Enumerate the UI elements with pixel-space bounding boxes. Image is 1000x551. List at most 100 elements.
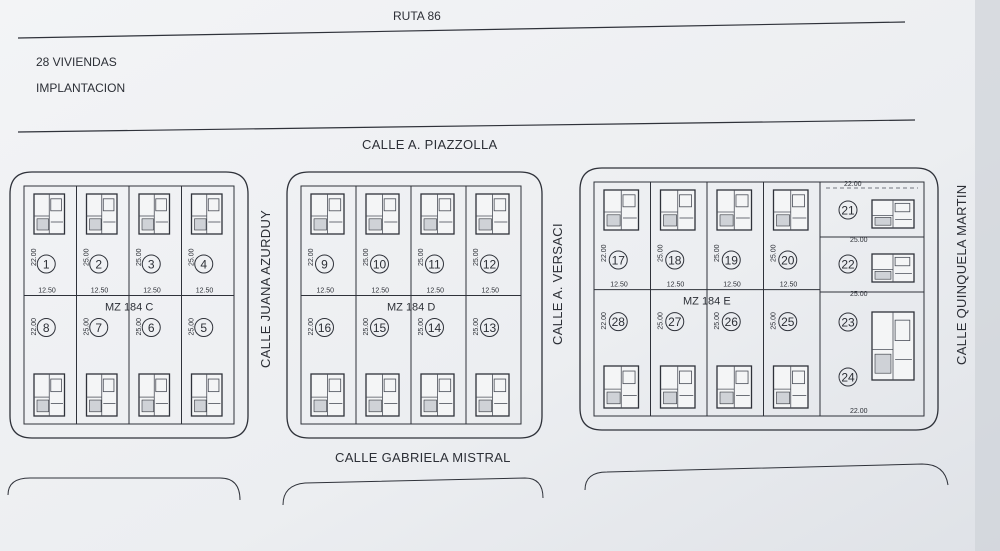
lot-number: 17 xyxy=(612,254,626,268)
lot-number: 4 xyxy=(200,258,207,272)
dimension-label: 12.50 xyxy=(196,287,214,294)
house-footprint xyxy=(138,193,171,235)
dimension-label: 22.00 xyxy=(850,408,868,415)
lot-marker xyxy=(315,254,334,274)
road-label: RUTA 86 xyxy=(393,9,441,23)
lot-marker xyxy=(665,312,685,332)
house-footprint xyxy=(871,199,915,229)
dimension-label: 12.50 xyxy=(780,282,798,289)
lot-number: 23 xyxy=(841,316,855,330)
lot-number: 7 xyxy=(95,321,102,335)
lot-number: 13 xyxy=(483,321,497,335)
dimension-label: 25.00 xyxy=(771,312,778,330)
lot-marker xyxy=(89,254,109,274)
house-footprint xyxy=(716,189,753,231)
dimension-label: 12.50 xyxy=(91,287,109,294)
dimension-label: 22.00 xyxy=(308,248,315,266)
lot-marker xyxy=(665,250,685,270)
block-sidewalk xyxy=(579,167,939,431)
house-footprint xyxy=(603,189,640,231)
lot-marker xyxy=(721,312,741,332)
lot-marker xyxy=(838,254,858,274)
dimension-label: 12.50 xyxy=(723,282,741,289)
lot-marker xyxy=(370,254,389,274)
lot-number: 22 xyxy=(841,258,855,272)
lot-marker xyxy=(721,250,741,270)
dimension-label: 22.00 xyxy=(31,248,38,266)
lot-number: 27 xyxy=(668,315,682,329)
lot-marker xyxy=(608,312,628,332)
house-footprint xyxy=(85,193,118,235)
block-label: MZ 184 E xyxy=(683,296,731,308)
lot-number: 3 xyxy=(148,258,155,272)
dimension-label: 25.00 xyxy=(418,248,425,266)
dimension-label: 25.00 xyxy=(714,244,721,262)
dimension-label: 12.50 xyxy=(667,282,685,289)
lot-number: 15 xyxy=(373,321,387,335)
lot-number: 1 xyxy=(43,258,50,272)
house-footprint xyxy=(190,373,223,417)
house-footprint xyxy=(33,373,66,417)
lot-number: 2 xyxy=(95,258,102,272)
lot-number: 21 xyxy=(841,204,855,218)
dimension-label: 25.00 xyxy=(771,244,778,262)
dimension-label: 25.00 xyxy=(473,248,480,266)
dimension-label: 22.00 xyxy=(308,318,315,336)
house-footprint xyxy=(310,373,345,417)
dimension-label: 25.00 xyxy=(473,318,480,336)
dimension-label: 25.00 xyxy=(84,318,91,336)
street-versaci: CALLE A. VERSACI xyxy=(550,223,565,345)
house-footprint xyxy=(420,193,455,235)
lot-marker xyxy=(194,317,214,337)
house-footprint xyxy=(138,373,171,417)
dimension-label: 22.00 xyxy=(601,312,608,330)
lot-number: 26 xyxy=(725,315,739,329)
lot-number: 19 xyxy=(725,254,739,268)
dimension-label: 12.50 xyxy=(317,287,335,294)
dimension-label: 25.00 xyxy=(714,312,721,330)
dimension-label: 12.50 xyxy=(427,287,445,294)
title-block: RUTA 86 28 VIVIENDAS IMPLANTACION xyxy=(17,9,916,133)
house-footprint xyxy=(365,373,400,417)
lot-number: 25 xyxy=(781,315,795,329)
block-label: MZ 184 D xyxy=(387,301,435,313)
street-north: CALLE A. PIAZZOLLA xyxy=(362,137,497,152)
lot-marker xyxy=(370,317,389,337)
house-footprint xyxy=(420,373,455,417)
lot-number: 5 xyxy=(200,321,207,335)
street-quinquela-martin: CALLE QUINQUELA MARTIN xyxy=(954,185,969,365)
lot-marker xyxy=(480,317,499,337)
dimension-label: 12.50 xyxy=(372,287,390,294)
lot-marker xyxy=(89,317,109,337)
dimension-label: 25.00 xyxy=(363,248,370,266)
lot-number: 24 xyxy=(841,371,855,385)
dimension-label: 12.50 xyxy=(38,287,56,294)
dimension-label: 22.00 xyxy=(601,244,608,262)
lot-number: 14 xyxy=(428,321,442,335)
lot-marker xyxy=(141,317,161,337)
house-footprint xyxy=(659,189,696,231)
dimension-label: 25.00 xyxy=(189,248,196,266)
house-footprint xyxy=(659,365,696,409)
house-footprint xyxy=(85,373,118,417)
house-footprint xyxy=(772,365,809,409)
lot-number: 28 xyxy=(612,315,626,329)
lot-marker xyxy=(778,312,798,332)
title-line-2: IMPLANTACION xyxy=(36,81,125,95)
house-footprint xyxy=(475,193,510,235)
dimension-label: 25.00 xyxy=(189,318,196,336)
title-line-1: 28 VIVIENDAS xyxy=(36,55,117,69)
east-lots-boundary xyxy=(819,181,925,417)
block-sidewalk xyxy=(286,171,543,439)
next-blocks-curbs xyxy=(7,463,949,506)
dimension-label: 25.00 xyxy=(658,244,665,262)
lot-marker xyxy=(194,254,214,274)
house-footprint xyxy=(310,193,345,235)
lot-number: 20 xyxy=(781,254,795,268)
house-footprint xyxy=(772,189,809,231)
dimension-label: 25.00 xyxy=(418,318,425,336)
lot-number: 11 xyxy=(428,258,441,272)
